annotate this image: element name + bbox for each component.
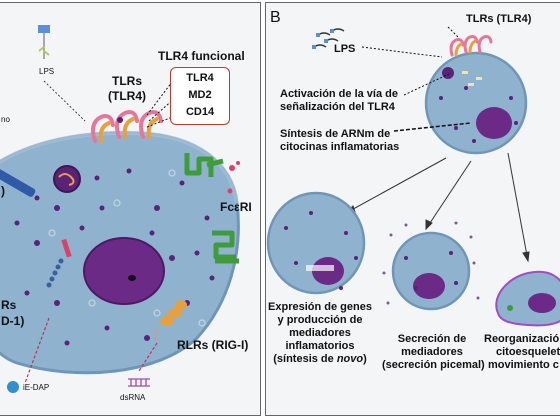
ie-dap-icon bbox=[7, 381, 19, 393]
outcome-1-italic: novo bbox=[336, 353, 364, 365]
lps-icon-b bbox=[312, 28, 345, 49]
nod1-receptor bbox=[46, 238, 72, 288]
tlr4-component-3: CD14 bbox=[185, 106, 215, 118]
activation-line-2: señalización del TLR4 bbox=[280, 101, 395, 113]
nlrs-label-1: Rs bbox=[1, 298, 17, 312]
tlr4-functional-box: TLR4 MD2 CD14 bbox=[170, 67, 230, 125]
lps-label-b: LPS bbox=[334, 43, 356, 55]
fceri-label: FcεRI bbox=[220, 200, 252, 214]
cell-gene-expression bbox=[266, 191, 366, 295]
outcome-3-line-2: citoesquelet bbox=[496, 346, 560, 358]
tlr4-receptors-a bbox=[91, 110, 163, 143]
left-fragment-2: ) bbox=[1, 184, 5, 198]
outcome-1-line-3: mediadores bbox=[289, 327, 351, 339]
outcome-2-line-1: Secreción de bbox=[397, 333, 467, 345]
outcome-1-prefix: (síntesis de bbox=[273, 353, 337, 365]
panel-b: B TLRs (TLR4) LPS Activación de la vía d… bbox=[265, 2, 560, 416]
tlr4-functional-title: TLR4 funcional bbox=[158, 49, 245, 63]
outcome-3-line-3: movimiento c bbox=[488, 359, 559, 371]
outcome-1-suffix: ) bbox=[363, 353, 367, 365]
nucleus-a bbox=[83, 237, 165, 305]
panel-a-illustration bbox=[0, 25, 240, 393]
outcome-1-line-4: inflamatorios bbox=[285, 340, 355, 352]
cell-secretion bbox=[382, 221, 480, 311]
mast-cell-a bbox=[0, 130, 240, 375]
synthesis-line-1: Síntesis de ARNm de bbox=[280, 128, 391, 140]
fceri-receptors bbox=[184, 153, 239, 264]
left-fragment-1: no bbox=[1, 115, 10, 124]
granules-a bbox=[14, 168, 215, 346]
synthesis-line-2: citocinas inflamatorias bbox=[280, 141, 400, 153]
tlr4-paren-label-a: (TLR4) bbox=[108, 89, 146, 103]
ie-dap-label: iE-DAP bbox=[23, 383, 50, 392]
lps-icon bbox=[38, 25, 50, 59]
tlr4-component-1: TLR4 bbox=[186, 72, 214, 84]
dsrna-icon bbox=[128, 378, 150, 387]
membrane-receptor-left bbox=[0, 168, 36, 197]
tlrs-label-a: TLRs bbox=[112, 74, 142, 88]
outcome-1-line-5: (síntesis de novo) bbox=[266, 353, 374, 366]
tlr4-component-2: MD2 bbox=[188, 89, 212, 101]
lps-label-a: LPS bbox=[39, 67, 55, 76]
dsrna-label: dsRNA bbox=[120, 393, 146, 402]
rig-i-receptor bbox=[153, 300, 187, 342]
outcome-3-line-1: Reorganizació bbox=[484, 333, 560, 345]
tlrs-label-b: TLRs (TLR4) bbox=[466, 13, 532, 25]
outcome-2-line-3: (secreción picemal) bbox=[382, 359, 485, 371]
panel-b-illustration bbox=[266, 26, 560, 327]
rlrs-label: RLRs (RIG-I) bbox=[177, 338, 249, 352]
outcome-2-line-2: mediadores bbox=[401, 346, 463, 358]
cell-cytoskeleton bbox=[495, 270, 560, 327]
nlrs-label-2: D-1) bbox=[1, 314, 25, 328]
panel-a: LPS TLRs (TLR4) TLR4 funcional TLR4 MD2 … bbox=[0, 2, 261, 416]
top-cell-b bbox=[424, 35, 528, 155]
outcome-1-line-2: y producción de bbox=[277, 314, 363, 326]
activation-line-1: Activación de la vía de bbox=[280, 88, 398, 100]
panel-b-label: B bbox=[270, 9, 281, 26]
outcome-1-line-1: Expresión de genes bbox=[268, 301, 372, 313]
